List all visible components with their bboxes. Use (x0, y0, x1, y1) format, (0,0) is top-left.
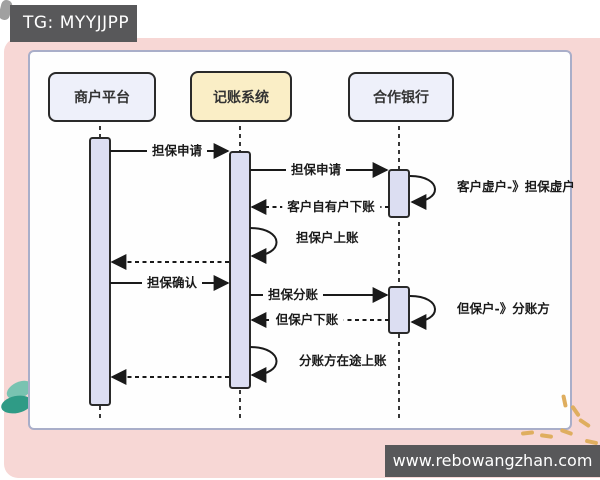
arrow-msg-5-selfloop (249, 227, 278, 264)
participant-bank-label: 合作银行 (373, 90, 429, 106)
message-label-4: 客户自有户下账 (282, 199, 380, 215)
message-label-2: 担保申请 (285, 162, 347, 178)
tg-badge: TG: MYYJJPP (10, 5, 137, 42)
activation-bank-1 (388, 169, 410, 218)
watermark: www.rebowangzhan.com (385, 445, 600, 477)
message-label-11: 分账方在途上账 (299, 353, 387, 368)
participant-ledger-label: 记账系统 (213, 89, 269, 106)
activation-ledger (229, 151, 251, 389)
message-label-5: 担保户上账 (296, 230, 359, 245)
message-label-8: 担保分账 (262, 287, 324, 303)
activation-bank-2 (388, 286, 410, 334)
activation-merchant (89, 137, 111, 406)
arrow-msg-11-selfloop (249, 346, 278, 383)
message-arrows (110, 143, 436, 385)
message-label-10: 但保户下账 (270, 312, 344, 328)
activation-bars (89, 137, 410, 406)
message-label-9: 但保户-》分账方 (457, 301, 550, 316)
arrow-msg-9-selfloop (409, 295, 436, 330)
participant-bank: 合作银行 (348, 72, 454, 122)
participant-merchant: 商户平台 (48, 72, 156, 122)
participant-ledger: 记账系统 (190, 71, 292, 122)
arrow-msg-3-selfloop (409, 175, 436, 210)
participant-merchant-label: 商户平台 (74, 90, 130, 106)
message-label-7: 担保确认 (141, 275, 203, 291)
message-label-3: 客户虚户-》担保虚户 (457, 179, 575, 194)
message-label-1: 担保申请 (146, 143, 208, 159)
